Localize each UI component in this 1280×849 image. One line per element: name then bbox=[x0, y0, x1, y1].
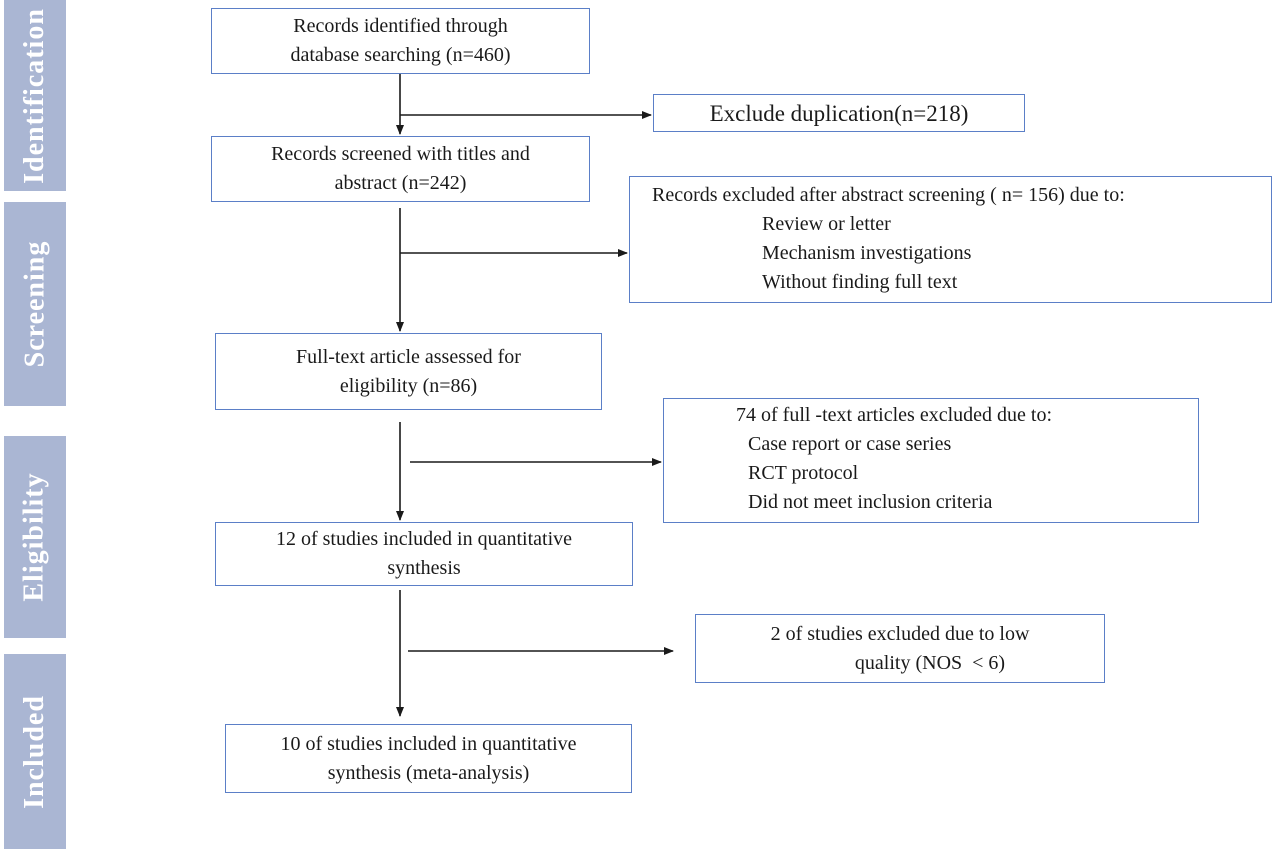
fulltext-assessed-box: Full-text article assessed for eligibili… bbox=[215, 333, 602, 410]
fulltext-exclusion-item-2: RCT protocol bbox=[748, 462, 859, 484]
stage-identification: Identification bbox=[4, 0, 66, 191]
exclude-duplication-text: Exclude duplication(n=218) bbox=[709, 100, 969, 126]
studies-included-12-box: 12 of studies included in quantitative s… bbox=[215, 522, 633, 586]
stage-eligibility: Eligibility bbox=[4, 436, 66, 638]
studies-included-12-line-2: synthesis bbox=[387, 557, 461, 579]
stage-included: Included bbox=[4, 654, 66, 849]
abstract-exclusion-item-3: Without finding full text bbox=[762, 271, 958, 293]
stage-screening: Screening bbox=[4, 202, 66, 406]
studies-included-10-line-2: synthesis (meta-analysis) bbox=[327, 761, 530, 784]
studies-included-12-line-1: 12 of studies included in quantitative bbox=[275, 528, 573, 550]
studies-included-10-line-1: 10 of studies included in quantitative bbox=[280, 732, 577, 755]
fulltext-exclusion-item-3: Did not meet inclusion criteria bbox=[748, 491, 993, 513]
records-screened-line-1: Records screened with titles and bbox=[271, 143, 530, 165]
records-identified-line-1: Records identified through bbox=[293, 15, 508, 37]
fulltext-exclusion-header: 74 of full -text articles excluded due t… bbox=[736, 404, 1053, 426]
studies-included-10-box: 10 of studies included in quantitative s… bbox=[225, 724, 632, 793]
records-identified-line-2: database searching (n=460) bbox=[290, 44, 511, 66]
records-screened-line-2: abstract (n=242) bbox=[334, 172, 467, 194]
records-identified-box: Records identified through database sear… bbox=[211, 8, 590, 74]
fulltext-exclusion-item-1: Case report or case series bbox=[748, 433, 952, 455]
abstract-exclusion-item-2: Mechanism investigations bbox=[762, 242, 972, 264]
abstract-exclusion-box: Records excluded after abstract screenin… bbox=[629, 176, 1272, 303]
exclude-duplication-box: Exclude duplication(n=218) bbox=[653, 94, 1025, 132]
abstract-exclusion-header: Records excluded after abstract screenin… bbox=[652, 184, 1125, 206]
records-screened-box: Records screened with titles and abstrac… bbox=[211, 136, 590, 202]
low-quality-exclusion-box: 2 of studies excluded due to low quality… bbox=[695, 614, 1105, 683]
fulltext-assessed-line-1: Full-text article assessed for bbox=[296, 345, 521, 368]
low-quality-line-1: 2 of studies excluded due to low bbox=[770, 622, 1030, 645]
fulltext-assessed-line-2: eligibility (n=86) bbox=[339, 374, 478, 397]
low-quality-line-2: quality (NOS < 6) bbox=[854, 651, 1006, 674]
fulltext-exclusion-box: 74 of full -text articles excluded due t… bbox=[663, 398, 1199, 523]
abstract-exclusion-item-1: Review or letter bbox=[762, 213, 891, 235]
